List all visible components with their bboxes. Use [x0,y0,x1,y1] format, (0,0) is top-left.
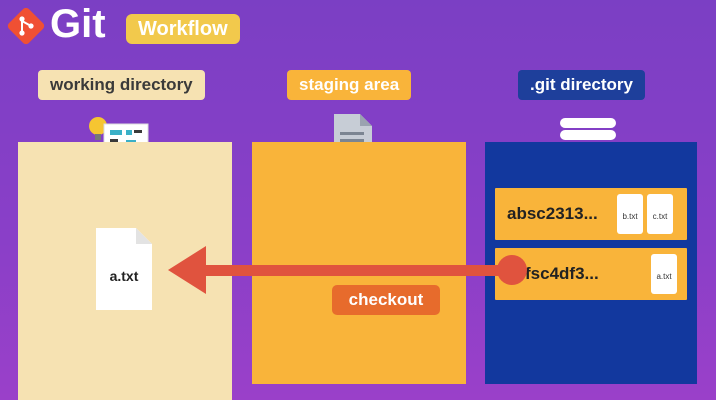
file-name: a.txt [656,272,672,281]
staging-area-label: staging area [287,70,412,100]
staging-area-panel [252,142,466,384]
file-icon: c.txt [647,194,673,234]
commit-row: absc2313... b.txt c.txt [495,188,687,240]
git-directory-label: .git directory [518,70,645,100]
git-title: Git [50,2,106,46]
commit-id: fsc4df3... [525,264,599,283]
git-logo-icon [7,7,45,45]
file-icon: b.txt [617,194,643,234]
file-name: a.txt [109,268,139,284]
file-name: b.txt [622,212,638,221]
file-icon [96,228,152,310]
file-name: c.txt [652,212,668,221]
working-directory-label: working directory [38,70,205,100]
workflow-badge: Workflow [126,14,240,44]
commit-id: absc2313... [507,204,598,223]
file-icon: a.txt [651,254,677,294]
commit-row: fsc4df3... a.txt [495,248,687,300]
checkout-label: checkout [332,285,440,315]
